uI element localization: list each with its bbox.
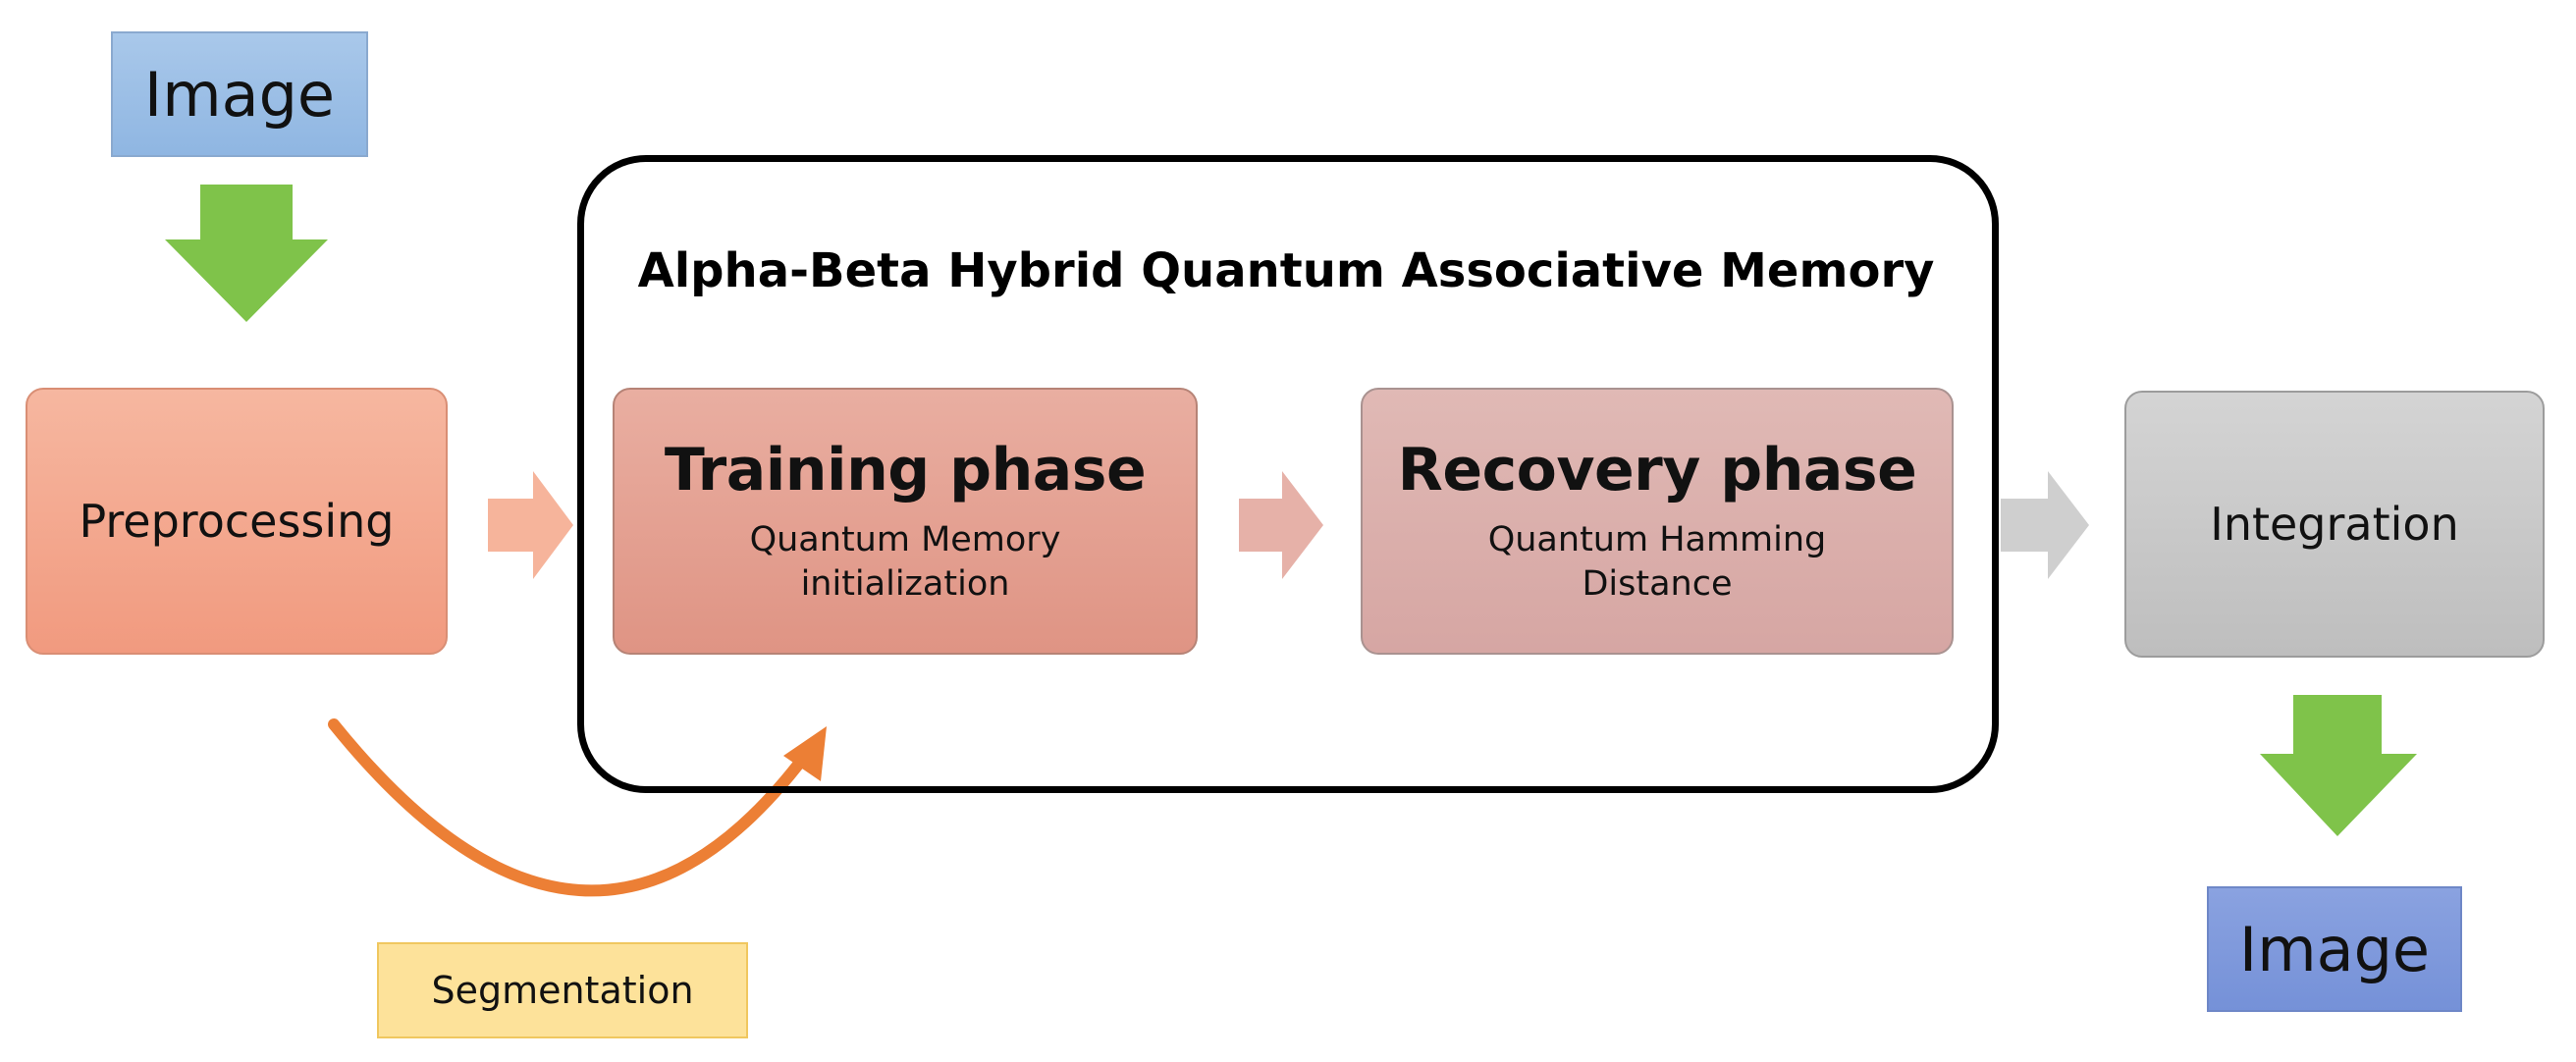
input-image-label: Image <box>143 58 336 131</box>
arrowhead-icon <box>783 726 827 781</box>
segmentation-label: Segmentation <box>431 969 694 1012</box>
preprocessing-label: Preprocessing <box>79 495 395 548</box>
down-arrow-icon <box>165 185 328 322</box>
training-phase-box: Training phase Quantum Memory initializa… <box>613 388 1198 655</box>
segmentation-curve-arrow <box>328 718 811 897</box>
training-phase-title: Training phase <box>664 435 1147 504</box>
output-image-label: Image <box>2238 913 2431 985</box>
input-image-box: Image <box>111 31 368 157</box>
memory-frame <box>577 155 1999 793</box>
recovery-phase-box: Recovery phase Quantum Hamming Distance <box>1361 388 1954 655</box>
right-arrow-icon <box>1239 471 1323 579</box>
training-phase-subtitle: Quantum Memory initialization <box>749 519 1061 605</box>
output-image-box: Image <box>2207 886 2462 1012</box>
recovery-phase-title: Recovery phase <box>1397 435 1917 504</box>
segmentation-box: Segmentation <box>377 942 748 1038</box>
integration-label: Integration <box>2210 498 2459 551</box>
memory-title: Alpha-Beta Hybrid Quantum Associative Me… <box>637 243 1935 298</box>
preprocessing-box: Preprocessing <box>26 388 448 655</box>
integration-box: Integration <box>2124 391 2545 658</box>
right-arrow-icon <box>2001 471 2089 579</box>
down-arrow-icon <box>2260 695 2417 836</box>
recovery-phase-subtitle: Quantum Hamming Distance <box>1487 519 1827 605</box>
right-arrow-icon <box>488 471 573 579</box>
